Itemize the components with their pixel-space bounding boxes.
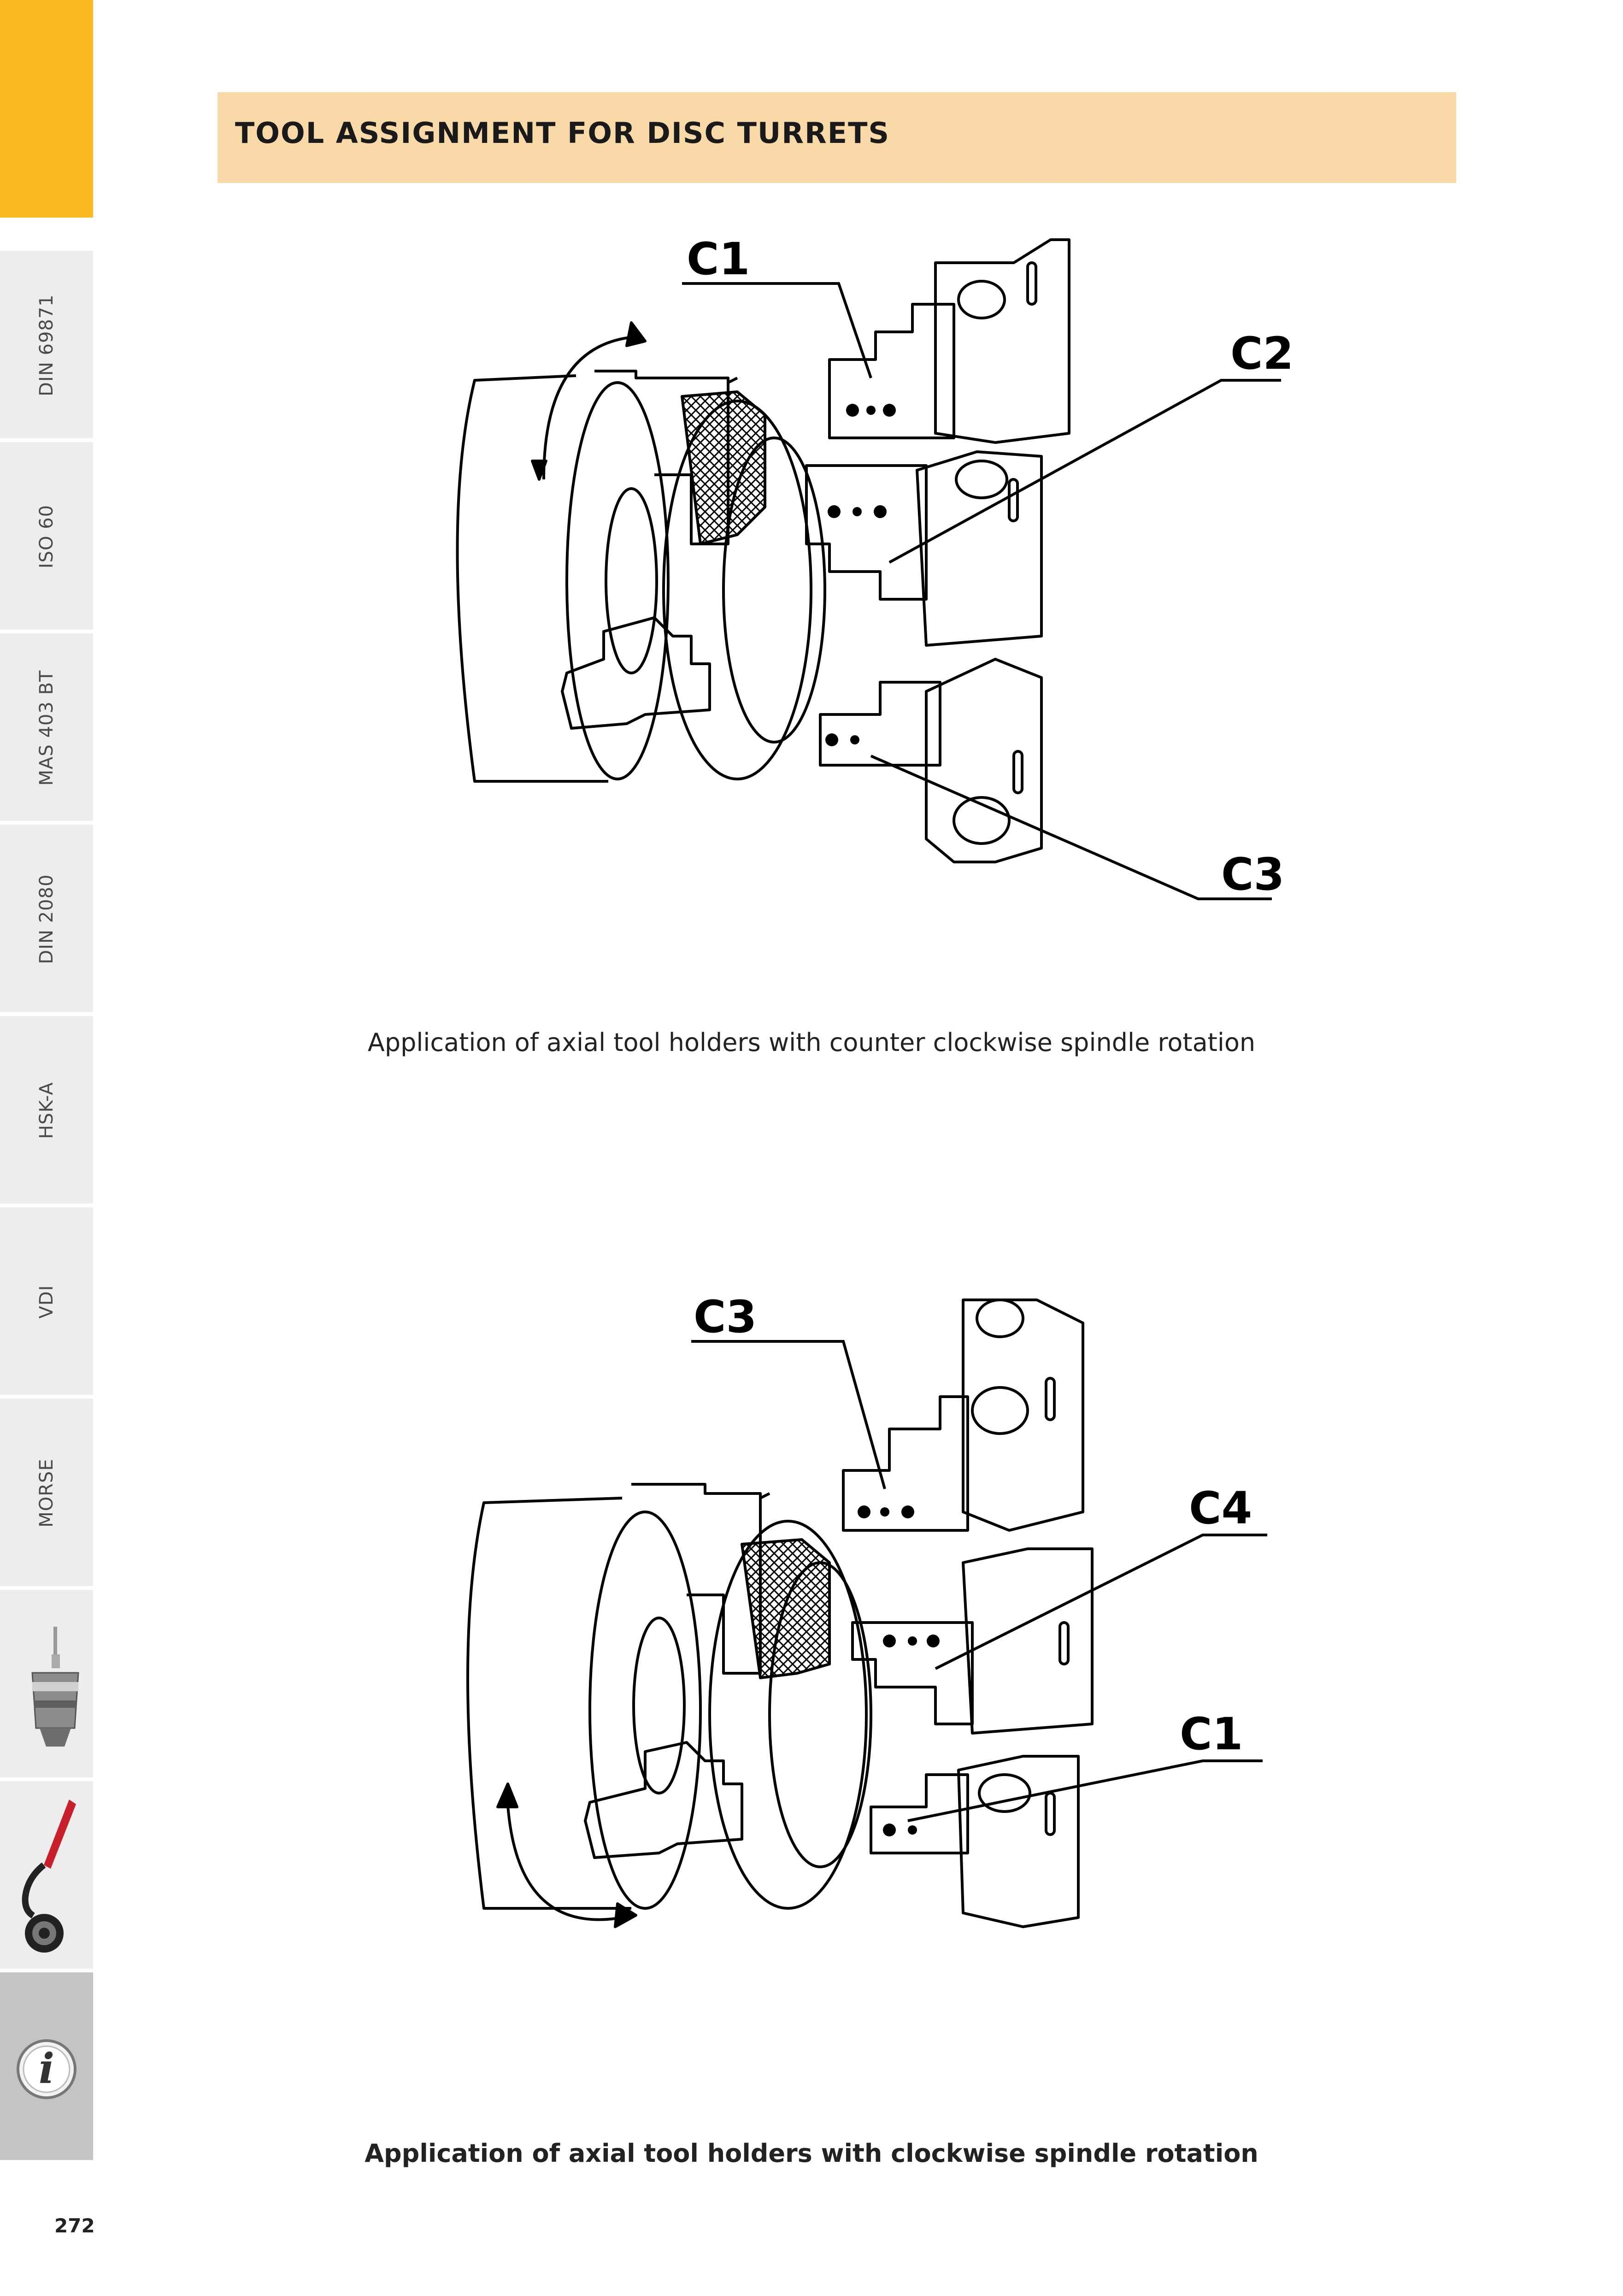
figure-caption-counter-clockwise: Application of axial tool holders with c… (367, 1028, 1256, 1057)
chuck-face (565, 381, 670, 780)
sidebar-tab-info[interactable]: i (0, 1971, 93, 2160)
sidebar-tab-wrench-nut[interactable] (0, 1779, 93, 1969)
turret-diagram-clockwise: C3 C4 C1 (466, 1291, 1267, 1928)
label-c1: C1 (687, 233, 750, 285)
sidebar-tab-drill-chuck[interactable] (0, 1588, 93, 1777)
figure-caption-clockwise: Application of axial tool holders with c… (365, 2139, 1258, 2168)
sidebar-tab-din-2080[interactable]: DIN 2080 (0, 823, 93, 1012)
drill-chuck-icon (31, 1627, 79, 1747)
label-c3: C3 (1221, 849, 1284, 900)
sidebar-tab-vdi[interactable]: VDI (0, 1205, 93, 1395)
label-c1: C1 (1180, 1708, 1243, 1760)
sidebar-tab-hsk-a[interactable]: HSK-A (0, 1014, 93, 1204)
sidebar-tab-mas-403-bt[interactable]: MAS 403 BT (0, 632, 93, 821)
label-c3: C3 (694, 1291, 757, 1343)
label-c2: C2 (1230, 328, 1294, 379)
sidebar-tab-label: DIN 69871 (36, 294, 57, 396)
wrench-nut-icon (22, 1800, 76, 1953)
label-c4: C4 (1189, 1482, 1252, 1534)
sidebar-tab-label: MAS 403 BT (36, 670, 57, 786)
sidebar-tab-label: MORSE (36, 1458, 57, 1528)
section-header-band: TOOL ASSIGNMENT FOR DISC TURRETS (218, 92, 1456, 183)
sidebar-accent-block (0, 0, 93, 218)
spindle-body (456, 374, 608, 783)
sidebar-tab-morse[interactable]: MORSE (0, 1397, 93, 1586)
sidebar-tab-iso-60[interactable]: ISO 60 (0, 440, 93, 630)
page-title: TOOL ASSIGNMENT FOR DISC TURRETS (235, 116, 890, 150)
sidebar-tab-din-69871[interactable]: DIN 69871 (0, 249, 93, 438)
svg-text:i: i (39, 2044, 54, 2093)
sidebar-tab-label: DIN 2080 (36, 874, 57, 964)
turret-diagram-counter-clockwise: C1 C2 C3 (456, 233, 1294, 900)
sidebar-nav: DIN 69871 ISO 60 MAS 403 BT DIN 2080 HSK… (0, 0, 93, 2296)
sidebar-tab-label: HSK-A (36, 1082, 57, 1139)
page-number: 272 (54, 2214, 95, 2237)
info-icon: i (17, 2039, 76, 2099)
sidebar-tab-label: VDI (36, 1285, 57, 1319)
sidebar-tab-label: ISO 60 (36, 504, 57, 569)
chuck-bore (605, 487, 658, 674)
